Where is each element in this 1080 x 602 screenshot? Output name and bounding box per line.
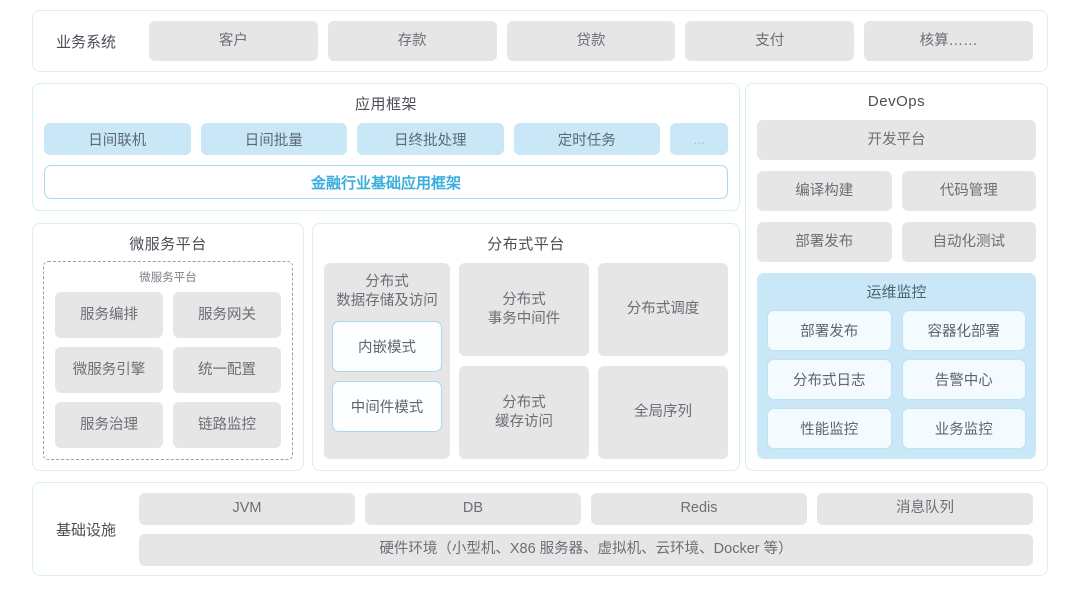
microservice-platform-title: 微服务平台 bbox=[129, 236, 207, 253]
af-chip-daytime-online[interactable]: 日间联机 bbox=[44, 123, 191, 155]
distributed-storage-title-line1: 分布式 bbox=[365, 274, 409, 290]
distributed-platform-title: 分布式平台 bbox=[487, 236, 565, 253]
business-system-payment[interactable]: 支付 bbox=[685, 21, 855, 61]
distributed-platform-panel: 分布式平台 分布式 数据存储及访问 内嵌模式 中间件模式 bbox=[312, 223, 740, 471]
ops-monitoring-block: 运维监控 部署发布 容器化部署 分布式日志 告警中心 性能监控 业务监控 bbox=[757, 273, 1036, 459]
ops-item-business-monitoring[interactable]: 业务监控 bbox=[901, 408, 1026, 449]
microservice-platform-panel: 微服务平台 微服务平台 服务编排 服务网关 微服务引擎 统一配置 服务治理 链路… bbox=[32, 223, 304, 471]
dp-item-global-sequence[interactable]: 全局序列 bbox=[598, 366, 728, 459]
devops-column: DevOps 开发平台 编译构建 代码管理 部署发布 自动化测试 运维监控 部署… bbox=[745, 83, 1048, 471]
ms-item-unified-config[interactable]: 统一配置 bbox=[173, 347, 281, 393]
ops-monitoring-grid: 部署发布 容器化部署 分布式日志 告警中心 性能监控 业务监控 bbox=[767, 310, 1026, 449]
devops-item-deploy-release[interactable]: 部署发布 bbox=[757, 222, 892, 262]
application-framework-panel: 应用框架 日间联机 日间批量 日终批处理 定时任务 ... 金融行业基础应用框架 bbox=[32, 83, 740, 211]
devops-item-dev-platform[interactable]: 开发平台 bbox=[757, 120, 1036, 160]
infrastructure-hardware-row: 硬件环境（小型机、X86 服务器、虚拟机、云环境、Docker 等） bbox=[139, 533, 1033, 566]
ms-item-trace-monitoring[interactable]: 链路监控 bbox=[173, 402, 281, 448]
af-chip-eod-batch[interactable]: 日终批处理 bbox=[357, 123, 504, 155]
storage-mode-middleware[interactable]: 中间件模式 bbox=[332, 380, 442, 432]
infrastructure-section: 基础设施 JVM DB Redis 消息队列 硬件环境（小型机、X86 服务器、… bbox=[32, 482, 1048, 576]
business-systems-label: 业务系统 bbox=[55, 33, 116, 51]
devops-items-grid: 编译构建 代码管理 部署发布 自动化测试 bbox=[757, 171, 1036, 262]
infra-item-hardware-environment[interactable]: 硬件环境（小型机、X86 服务器、虚拟机、云环境、Docker 等） bbox=[139, 533, 1033, 566]
application-framework-chip-row: 日间联机 日间批量 日终批处理 定时任务 ... bbox=[44, 123, 728, 155]
ops-monitoring-title: 运维监控 bbox=[866, 284, 927, 301]
platforms-row: 微服务平台 微服务平台 服务编排 服务网关 微服务引擎 统一配置 服务治理 链路… bbox=[32, 223, 740, 471]
application-framework-title: 应用框架 bbox=[354, 96, 417, 113]
infrastructure-body: JVM DB Redis 消息队列 硬件环境（小型机、X86 服务器、虚拟机、云… bbox=[139, 483, 1033, 576]
business-system-deposit[interactable]: 存款 bbox=[327, 21, 497, 61]
ops-item-container-deploy[interactable]: 容器化部署 bbox=[901, 310, 1026, 351]
devops-item-compile-build[interactable]: 编译构建 bbox=[757, 171, 892, 211]
distributed-storage-title: 分布式 数据存储及访问 bbox=[332, 273, 442, 311]
infra-item-message-queue[interactable]: 消息队列 bbox=[817, 492, 1033, 525]
infra-item-jvm[interactable]: JVM bbox=[139, 492, 355, 525]
dp-cache-line1: 分布式 bbox=[502, 395, 546, 412]
infrastructure-label: 基础设施 bbox=[55, 521, 116, 539]
microservice-dashed-group: 微服务平台 服务编排 服务网关 微服务引擎 统一配置 服务治理 链路监控 bbox=[43, 261, 293, 460]
dp-item-cache-access[interactable]: 分布式 缓存访问 bbox=[459, 366, 589, 459]
infra-item-redis[interactable]: Redis bbox=[591, 492, 807, 525]
distributed-platform-body: 分布式 数据存储及访问 内嵌模式 中间件模式 分布式 事务中间件 bbox=[324, 263, 728, 459]
business-systems-section: 业务系统 客户 存款 贷款 支付 核算…… bbox=[32, 10, 1048, 72]
distributed-column-c: 分布式调度 全局序列 bbox=[598, 263, 728, 459]
distributed-column-b: 分布式 事务中间件 分布式 缓存访问 bbox=[459, 263, 589, 459]
business-system-customer[interactable]: 客户 bbox=[149, 21, 318, 61]
ms-item-service-gateway[interactable]: 服务网关 bbox=[173, 292, 281, 338]
ms-item-service-governance[interactable]: 服务治理 bbox=[55, 402, 163, 448]
ms-item-service-orchestration[interactable]: 服务编排 bbox=[55, 292, 163, 338]
dp-transaction-line1: 分布式 bbox=[502, 292, 546, 309]
af-chip-more[interactable]: ... bbox=[670, 123, 728, 155]
ops-item-distributed-log[interactable]: 分布式日志 bbox=[767, 359, 892, 400]
devops-item-automated-testing[interactable]: 自动化测试 bbox=[901, 222, 1036, 262]
dp-item-transaction-middleware[interactable]: 分布式 事务中间件 bbox=[459, 263, 589, 356]
distributed-storage-title-line2: 数据存储及访问 bbox=[336, 292, 438, 309]
infrastructure-items-row: JVM DB Redis 消息队列 bbox=[139, 492, 1033, 525]
microservice-inner-title: 微服务平台 bbox=[139, 272, 197, 284]
business-system-accounting[interactable]: 核算…… bbox=[864, 21, 1033, 61]
dp-transaction-line2: 事务中间件 bbox=[487, 310, 561, 327]
devops-item-code-management[interactable]: 代码管理 bbox=[901, 171, 1036, 211]
ops-item-alert-center[interactable]: 告警中心 bbox=[901, 359, 1026, 400]
infra-item-db[interactable]: DB bbox=[365, 492, 581, 525]
financial-base-framework-bar[interactable]: 金融行业基础应用框架 bbox=[44, 165, 728, 199]
business-system-loan[interactable]: 贷款 bbox=[506, 21, 676, 61]
middle-region: 应用框架 日间联机 日间批量 日终批处理 定时任务 ... 金融行业基础应用框架… bbox=[32, 83, 1048, 471]
ms-item-microservice-engine[interactable]: 微服务引擎 bbox=[55, 347, 163, 393]
storage-mode-embedded[interactable]: 内嵌模式 bbox=[332, 320, 442, 372]
dp-item-scheduling[interactable]: 分布式调度 bbox=[598, 263, 728, 356]
distributed-storage-card[interactable]: 分布式 数据存储及访问 内嵌模式 中间件模式 bbox=[324, 263, 450, 459]
microservice-items-grid: 服务编排 服务网关 微服务引擎 统一配置 服务治理 链路监控 bbox=[55, 292, 281, 448]
ops-item-performance-monitoring[interactable]: 性能监控 bbox=[767, 408, 892, 449]
platform-column: 应用框架 日间联机 日间批量 日终批处理 定时任务 ... 金融行业基础应用框架… bbox=[32, 83, 740, 471]
devops-title: DevOps bbox=[867, 93, 926, 110]
af-chip-daytime-batch[interactable]: 日间批量 bbox=[200, 123, 347, 155]
af-chip-scheduled-task[interactable]: 定时任务 bbox=[513, 123, 660, 155]
devops-panel: DevOps 开发平台 编译构建 代码管理 部署发布 自动化测试 运维监控 部署… bbox=[745, 83, 1048, 471]
ops-item-deploy-release[interactable]: 部署发布 bbox=[767, 310, 892, 351]
dp-cache-line2: 缓存访问 bbox=[495, 413, 553, 430]
